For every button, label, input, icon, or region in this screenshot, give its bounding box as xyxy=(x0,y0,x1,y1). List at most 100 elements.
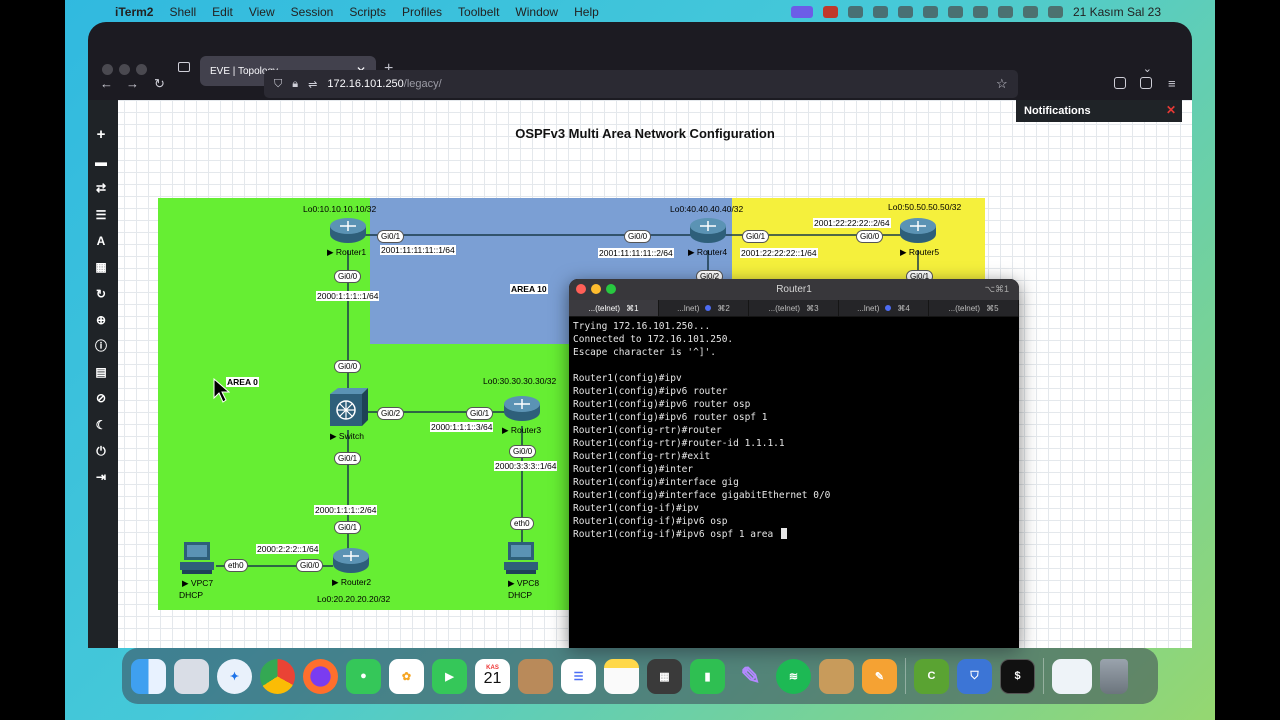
router4-label[interactable]: ▶ Router4 xyxy=(688,247,728,257)
vpc8-icon[interactable] xyxy=(502,540,542,576)
feather-icon[interactable]: ✎ xyxy=(740,662,761,690)
terminal-icon[interactable]: $ xyxy=(1000,658,1035,694)
night-icon[interactable]: ☾ xyxy=(95,418,107,432)
menu-app[interactable]: iTerm2 xyxy=(115,5,154,19)
notifications-close-icon[interactable]: ✕ xyxy=(1165,103,1176,117)
back-icon[interactable]: ← xyxy=(100,76,113,91)
window-zoom-button[interactable] xyxy=(136,64,147,75)
lock-icon[interactable]: 🔒︎ xyxy=(292,77,299,90)
nodes-icon[interactable]: ▬ xyxy=(95,155,107,169)
preview-window-icon[interactable] xyxy=(1052,658,1092,694)
facetime-icon[interactable]: ▶ xyxy=(432,658,467,694)
numbers-icon[interactable]: ▮ xyxy=(690,658,725,694)
menu-session[interactable]: Session xyxy=(290,5,334,19)
reload-icon[interactable]: ↻ xyxy=(154,76,165,91)
menubar-clock[interactable]: 21 Kasım Sal 23 xyxy=(1072,5,1161,19)
router1-icon[interactable] xyxy=(328,216,368,246)
wifi-icon[interactable] xyxy=(997,6,1013,18)
refresh-icon[interactable]: ↻ xyxy=(95,287,107,301)
bitwarden-icon[interactable]: ⛉ xyxy=(957,658,992,694)
router1-label[interactable]: ▶ Router1 xyxy=(327,247,367,257)
site-info-icon[interactable]: ⇌ xyxy=(308,78,318,91)
power-icon[interactable]: ⏻ xyxy=(96,444,106,458)
logout-icon[interactable]: ⇥ xyxy=(95,470,107,484)
menu-profiles[interactable]: Profiles xyxy=(402,5,443,19)
archive-icon[interactable] xyxy=(819,658,854,694)
control-center-icon[interactable] xyxy=(1047,6,1063,18)
status-icon[interactable]: ⊘ xyxy=(95,391,107,405)
vpc7-icon[interactable] xyxy=(178,540,218,576)
terminal-tab-2[interactable]: ...lnet)⌘2 xyxy=(659,300,749,316)
messages-icon[interactable]: ● xyxy=(346,658,381,694)
shield-icon[interactable]: ⛉ xyxy=(274,77,283,90)
finder-icon[interactable] xyxy=(131,658,166,694)
menu-window[interactable]: Window xyxy=(515,5,559,19)
url-bar[interactable]: ⛉ 🔒︎ ⇌ 172.16.101.250/legacy/ xyxy=(264,70,1018,98)
terminal-tab-1[interactable]: ...(telnet)⌘1 xyxy=(569,300,659,316)
screen-record-icon[interactable] xyxy=(790,6,813,18)
trash-icon[interactable] xyxy=(1100,658,1128,694)
list-icon[interactable]: ☰ xyxy=(95,208,107,222)
notes-icon[interactable] xyxy=(604,658,639,694)
safari-icon[interactable]: ✦ xyxy=(217,658,252,694)
menu-help[interactable]: Help xyxy=(574,5,599,19)
status-app-icon[interactable] xyxy=(822,6,838,18)
switch-label[interactable]: ▶ Switch xyxy=(330,431,364,441)
text-icon[interactable]: A xyxy=(96,234,106,248)
extensions-icon[interactable] xyxy=(1140,77,1152,89)
terminal-zoom-button[interactable] xyxy=(606,284,616,294)
notifications-panel[interactable]: Notifications ✕ xyxy=(1016,100,1182,122)
url-text[interactable]: 172.16.101.250/legacy/ xyxy=(327,78,441,90)
photos-icon[interactable]: ✿ xyxy=(389,658,424,694)
moon-icon[interactable] xyxy=(897,6,913,18)
terminal-tab-3[interactable]: ...(telnet)⌘3 xyxy=(749,300,839,316)
contacts-icon[interactable] xyxy=(518,658,553,694)
calendar-icon[interactable]: KAS 21 xyxy=(475,658,510,694)
add-icon[interactable]: + xyxy=(96,126,106,143)
pocket-icon[interactable] xyxy=(1114,77,1126,89)
search-icon[interactable] xyxy=(1022,6,1038,18)
chrome-icon[interactable] xyxy=(260,658,295,694)
switch-icon[interactable] xyxy=(328,388,370,430)
calculator-icon[interactable]: ▦ xyxy=(647,658,682,694)
terminal-tab-5[interactable]: ...(telnet)⌘5 xyxy=(929,300,1019,316)
window-close-button[interactable] xyxy=(102,64,113,75)
window-minimize-button[interactable] xyxy=(119,64,130,75)
tab-overview-icon[interactable] xyxy=(178,62,190,72)
menu-scripts[interactable]: Scripts xyxy=(349,5,387,19)
vpc7-label[interactable]: ▶ VPC7 xyxy=(182,578,214,588)
grid-icon[interactable]: ▦ xyxy=(95,260,107,274)
display-icon[interactable] xyxy=(947,6,963,18)
menu-toolbelt[interactable]: Toolbelt xyxy=(458,5,500,19)
vpn-icon[interactable] xyxy=(847,6,863,18)
pages-icon[interactable]: ✎ xyxy=(862,658,897,694)
user-icon[interactable] xyxy=(972,6,988,18)
router5-icon[interactable] xyxy=(898,216,938,246)
cmder-icon[interactable]: C xyxy=(914,658,949,694)
bookmark-star-icon[interactable]: ☆ xyxy=(996,76,1008,91)
router2-label[interactable]: ▶ Router2 xyxy=(332,577,372,587)
cart-icon[interactable] xyxy=(872,6,888,18)
chevron-down-icon[interactable]: ⌄ xyxy=(1142,63,1152,75)
menu-shell[interactable]: Shell xyxy=(169,5,197,19)
info-icon[interactable]: ⓘ xyxy=(94,339,107,353)
forward-icon[interactable]: → xyxy=(126,76,139,91)
terminal-window[interactable]: Router1 ⌥⌘1 ...(telnet)⌘1 ...lnet)⌘2 ...… xyxy=(569,279,1019,648)
reminders-icon[interactable]: ☰ xyxy=(561,658,596,694)
router5-label[interactable]: ▶ Router5 xyxy=(900,247,940,257)
menu-view[interactable]: View xyxy=(248,5,275,19)
router4-icon[interactable] xyxy=(688,216,728,246)
terminal-tab-4[interactable]: ...lnet)⌘4 xyxy=(839,300,929,316)
notes-icon[interactable]: ▤ xyxy=(95,365,107,379)
terminal-output[interactable]: Trying 172.16.101.250...Connected to 172… xyxy=(569,317,1019,544)
terminal-close-button[interactable] xyxy=(576,284,586,294)
terminal-titlebar[interactable]: Router1 ⌥⌘1 xyxy=(569,279,1019,300)
router3-label[interactable]: ▶ Router3 xyxy=(502,425,542,435)
hamburger-menu-icon[interactable]: ≡ xyxy=(1168,76,1176,91)
vpc8-label[interactable]: ▶ VPC8 xyxy=(508,578,540,588)
firefox-icon[interactable] xyxy=(303,658,338,694)
menu-edit[interactable]: Edit xyxy=(212,5,233,19)
router3-icon[interactable] xyxy=(502,394,542,424)
zoom-icon[interactable]: ⊕ xyxy=(95,313,107,327)
network-icon[interactable]: ⇄ xyxy=(95,181,107,195)
